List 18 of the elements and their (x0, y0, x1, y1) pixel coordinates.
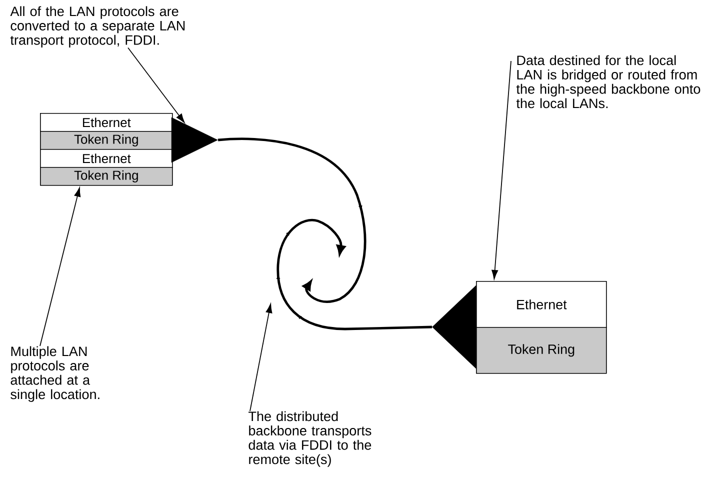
backbone-line (218, 138, 366, 303)
protocol-box: Ethernet (476, 281, 607, 328)
protocol-box: Ethernet (40, 149, 173, 168)
leader-line (128, 47, 185, 123)
connector-triangle (432, 285, 476, 369)
protocol-box: Token Ring (40, 131, 173, 150)
protocol-box: Ethernet (40, 113, 173, 132)
note-text: The distributed backbone transports data via FDDI to the remote site(s) (248, 411, 372, 467)
note-text: All of the LAN protocols are converted to a separate LAN transport protocol, FDDI. (10, 6, 185, 48)
protocol-box: Token Ring (40, 167, 173, 186)
note-text: Data destined for the local LAN is bridged or routed from the high-speed backbone onto the local LANs. (516, 55, 700, 108)
note-text: Multiple LAN protocols are attached at a single location. (10, 346, 100, 402)
connector-triangle (171, 117, 218, 163)
backbone-line (276, 218, 432, 330)
leader-line (40, 187, 81, 346)
leader-line (250, 304, 272, 412)
leader-line (492, 60, 512, 280)
protocol-box: Token Ring (476, 327, 607, 374)
